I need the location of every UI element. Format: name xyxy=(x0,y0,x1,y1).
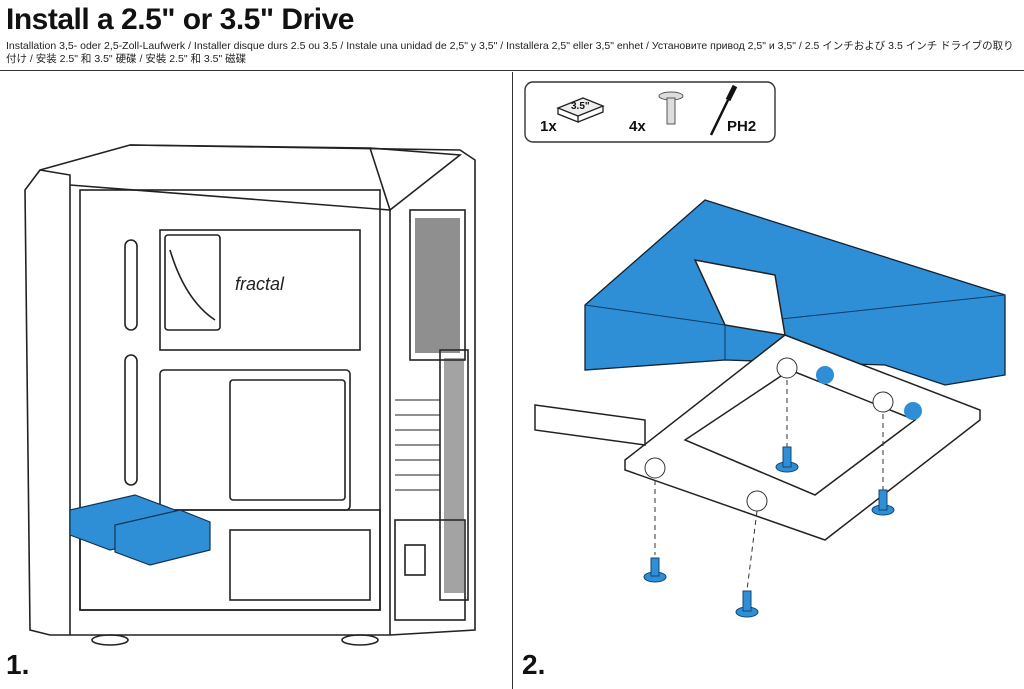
drive-size-label: 3.5" xyxy=(571,101,590,112)
page-title: Install a 2.5" or 3.5" Drive xyxy=(6,3,354,36)
screw-quantity: 4x xyxy=(629,118,646,135)
screw-2 xyxy=(735,590,759,618)
step-divider xyxy=(512,72,513,689)
hard-drive-icon xyxy=(556,97,605,123)
case-logo-text: fractal xyxy=(235,274,285,294)
step-2-number: 2. xyxy=(522,649,546,680)
case-illustration: fractal xyxy=(24,144,476,646)
screw-3 xyxy=(775,446,799,473)
parts-box xyxy=(524,81,776,143)
header-divider xyxy=(0,70,1024,71)
drive-bracket-illustration xyxy=(534,199,1006,618)
tool-label: PH2 xyxy=(727,118,757,135)
screw-icon xyxy=(658,91,684,125)
screw-1 xyxy=(643,557,667,583)
screw-4 xyxy=(871,489,895,516)
step-1-number: 1. xyxy=(6,649,30,680)
screwdriver-icon xyxy=(709,84,738,136)
drive-quantity: 1x xyxy=(540,118,557,135)
page-subtitle: Installation 3,5- oder 2,5-Zoll-Laufwerk… xyxy=(6,40,1014,65)
